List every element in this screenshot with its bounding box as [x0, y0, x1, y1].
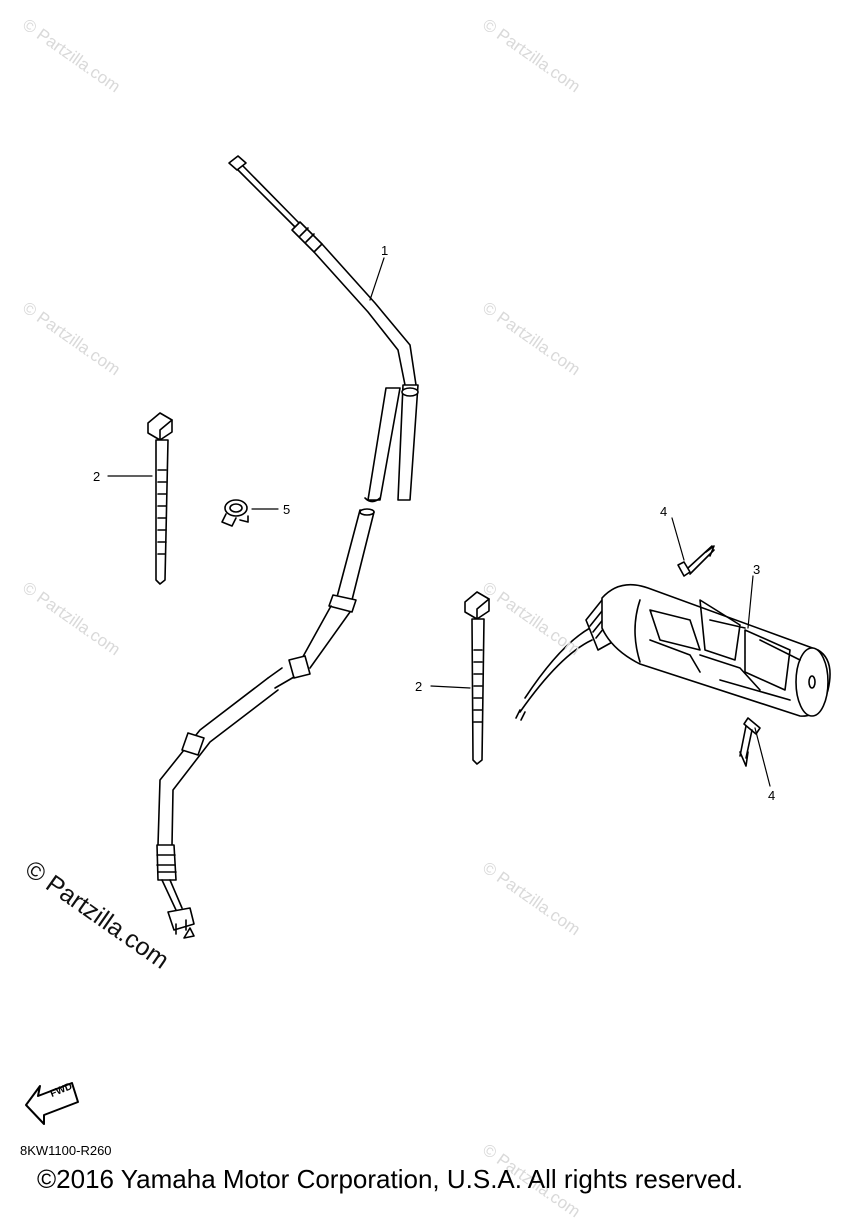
cable-tie-right: [464, 591, 490, 765]
pin-lower: [739, 717, 761, 767]
callout-2-left: 2: [93, 469, 101, 484]
pin-upper: [677, 545, 715, 577]
throttle-cable: [156, 155, 419, 939]
leader-lines: [107, 257, 771, 787]
grip: [515, 583, 831, 721]
callout-4-lower: 4: [768, 788, 776, 803]
clamp: [221, 499, 249, 527]
part-code: 8KW1100-R260: [20, 1143, 112, 1158]
cable-tie-left: [147, 412, 173, 585]
callout-3: 3: [753, 562, 761, 577]
callout-4-upper: 4: [660, 504, 668, 519]
fwd-arrow: [25, 1082, 79, 1125]
copyright-notice: ©2016 Yamaha Motor Corporation, U.S.A. A…: [37, 1164, 744, 1194]
callout-2-right: 2: [415, 679, 423, 694]
callout-5: 5: [283, 502, 291, 517]
callout-1: 1: [381, 243, 389, 258]
